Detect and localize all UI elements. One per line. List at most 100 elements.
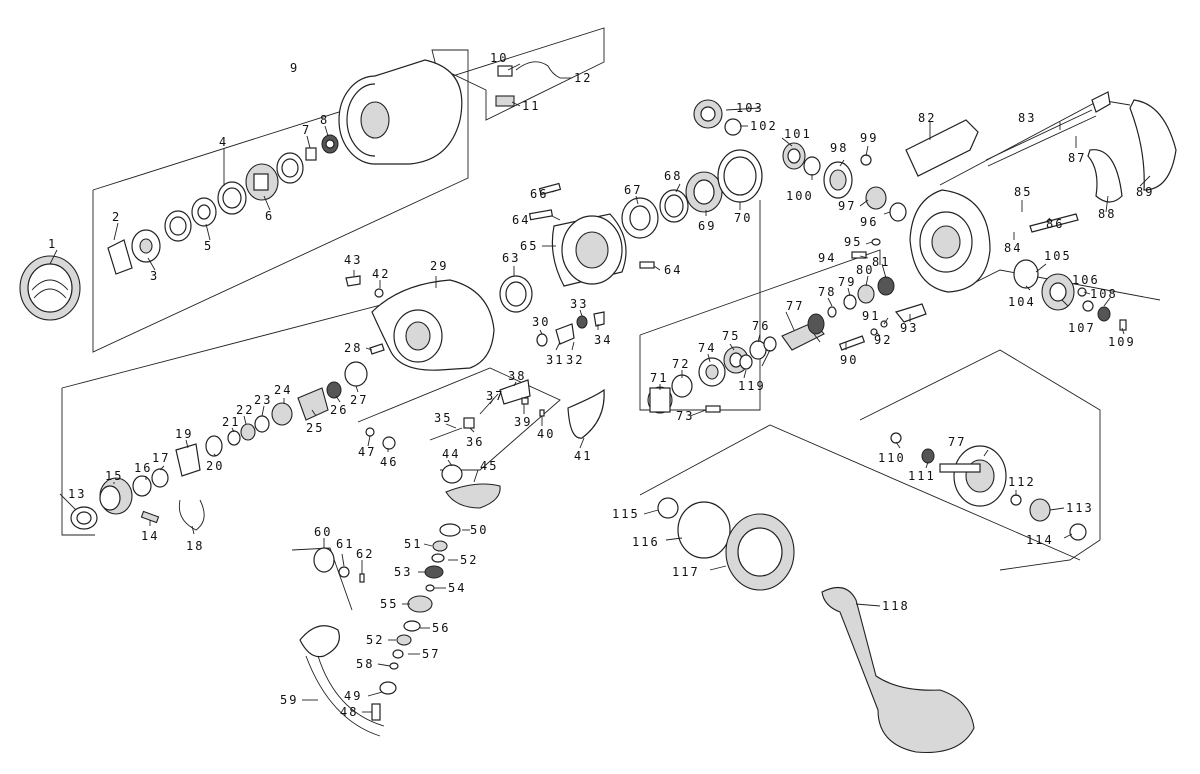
callout-label: 50 — [470, 523, 488, 537]
callout-label: 106 — [1072, 273, 1100, 287]
callout-label: 95 — [844, 235, 862, 249]
callout-label: 82 — [918, 111, 936, 125]
callout-label: 41 — [574, 449, 592, 463]
callout-label: 102 — [750, 119, 778, 133]
callout-label: 28 — [344, 341, 362, 355]
callout-label: 113 — [1066, 501, 1094, 515]
callout-label: 66 — [530, 187, 548, 201]
callout-label: 21 — [222, 415, 240, 429]
callout-label: 33 — [570, 297, 588, 311]
callout-label: 7 — [302, 123, 311, 137]
callout-label: 39 — [514, 415, 532, 429]
callout-label: 53 — [394, 565, 412, 579]
callout-label: 15 — [105, 469, 123, 483]
part-shapes — [19, 59, 1177, 754]
callout-label: 116 — [632, 535, 660, 549]
callout-label: 46 — [380, 455, 398, 469]
callout-label: 117 — [672, 565, 700, 579]
callout-label: 59 — [280, 693, 298, 707]
callout-label: 27 — [350, 393, 368, 407]
callout-label: 100 — [786, 189, 814, 203]
callout-label: 93 — [900, 321, 918, 335]
callout-label: 62 — [356, 547, 374, 561]
callout-label: 25 — [306, 421, 324, 435]
callout-label: 81 — [872, 255, 890, 269]
callout-label: 99 — [860, 131, 878, 145]
callout-label: 22 — [236, 403, 254, 417]
callout-label: 104 — [1008, 295, 1036, 309]
callout-label: 77 — [948, 435, 966, 449]
callout-label: 38 — [508, 369, 526, 383]
callout-label: 87 — [1068, 151, 1086, 165]
callout-labels: 1 2 3 4 5 6 7 8 9 10 11 12 13 14 15 16 1… — [48, 51, 1154, 719]
callout-label: 84 — [1004, 241, 1022, 255]
callout-label: 78 — [818, 285, 836, 299]
callout-label: 13 — [68, 487, 86, 501]
callout-label: 67 — [624, 183, 642, 197]
callout-label: 56 — [432, 621, 450, 635]
callout-label: 34 — [594, 333, 612, 347]
callout-label: 97 — [838, 199, 856, 213]
callout-label: 18 — [186, 539, 204, 553]
callout-label: 63 — [502, 251, 520, 265]
callout-label: 10 — [490, 51, 508, 65]
callout-label: 101 — [784, 127, 812, 141]
callout-label: 92 — [874, 333, 892, 347]
callout-label: 88 — [1098, 207, 1116, 221]
callout-label: 74 — [698, 341, 716, 355]
callout-label: 6 — [265, 209, 274, 223]
callout-label: 76 — [752, 319, 770, 333]
callout-label: 83 — [1018, 111, 1036, 125]
callout-label: 71 — [650, 371, 668, 385]
callout-label: 19 — [175, 427, 193, 441]
callout-label: 54 — [448, 581, 466, 595]
callout-label: 44 — [442, 447, 460, 461]
callout-label: 61 — [336, 537, 354, 551]
callout-label: 47 — [358, 445, 376, 459]
callout-label: 20 — [206, 459, 224, 473]
callout-label: 24 — [274, 383, 292, 397]
callout-label: 14 — [141, 529, 159, 543]
callout-label: 89 — [1136, 185, 1154, 199]
callout-label: 118 — [882, 599, 910, 613]
callout-label: 36 — [466, 435, 484, 449]
callout-label: 105 — [1044, 249, 1072, 263]
callout-label: 80 — [856, 263, 874, 277]
callout-label: 16 — [134, 461, 152, 475]
callout-label: 55 — [380, 597, 398, 611]
callout-label: 98 — [830, 141, 848, 155]
callout-label: 2 — [112, 210, 121, 224]
callout-label: 42 — [372, 267, 390, 281]
callout-label: 43 — [344, 253, 362, 267]
callout-label: 52 — [460, 553, 478, 567]
callout-label: 52 — [366, 633, 384, 647]
callout-label: 1 — [48, 237, 57, 251]
callout-label: 60 — [314, 525, 332, 539]
callout-label: 112 — [1008, 475, 1036, 489]
callout-label: 79 — [838, 275, 856, 289]
callout-label: 94 — [818, 251, 836, 265]
callout-label: 75 — [722, 329, 740, 343]
callout-label: 111 — [908, 469, 936, 483]
callout-label: 68 — [664, 169, 682, 183]
callout-label: 108 — [1090, 287, 1118, 301]
leader-lines — [49, 63, 1151, 713]
callout-label: 4 — [219, 135, 228, 149]
callout-label: 110 — [878, 451, 906, 465]
callout-label: 5 — [204, 239, 213, 253]
callout-label: 57 — [422, 647, 440, 661]
callout-label: 107 — [1068, 321, 1096, 335]
callout-label: 72 — [672, 357, 690, 371]
callout-label: 26 — [330, 403, 348, 417]
callout-label: 32 — [566, 353, 584, 367]
callout-label: 37 — [486, 389, 504, 403]
callout-label: 30 — [532, 315, 550, 329]
callout-label: 70 — [734, 211, 752, 225]
callout-label: 49 — [344, 689, 362, 703]
callout-label: 9 — [290, 61, 299, 75]
callout-label: 65 — [520, 239, 538, 253]
callout-label: 51 — [404, 537, 422, 551]
callout-label: 96 — [860, 215, 878, 229]
callout-label: 119 — [738, 379, 766, 393]
